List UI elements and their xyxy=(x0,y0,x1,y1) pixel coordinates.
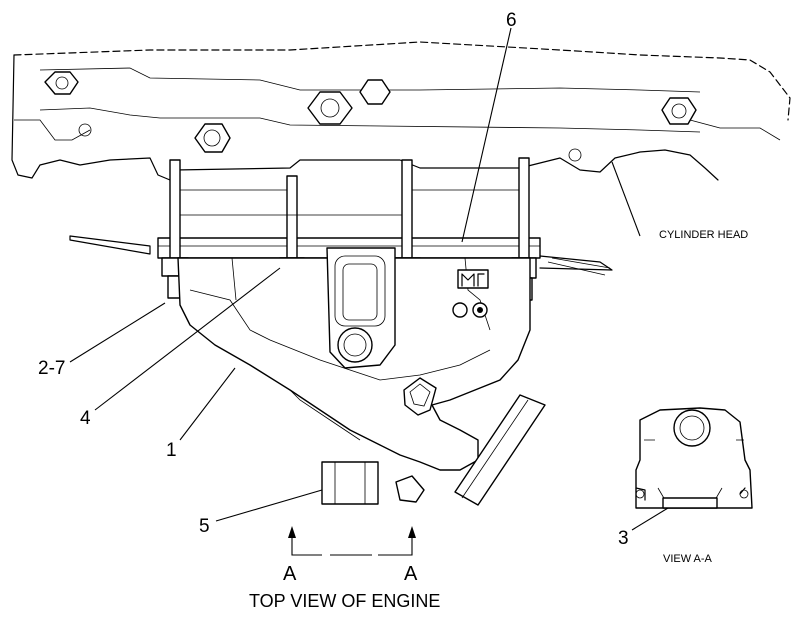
manifold-fitting xyxy=(452,302,488,318)
cylinder-head-label: CYLINDER HEAD xyxy=(659,229,748,241)
manifold-plug xyxy=(337,327,373,363)
head-bolt-1 xyxy=(44,71,79,95)
callout-labels: 6 2-7 4 1 5 3 xyxy=(38,10,629,549)
head-bolt-2 xyxy=(194,123,231,153)
leader-5 xyxy=(215,489,323,522)
manifold-boss xyxy=(403,377,437,416)
exhaust-manifold xyxy=(177,247,546,506)
callout-4: 4 xyxy=(80,408,91,429)
head-bolt-3 xyxy=(307,91,353,125)
leader-1 xyxy=(179,367,236,441)
leader-cylinder-head xyxy=(611,161,641,237)
arrow-up-right-icon xyxy=(408,526,416,538)
callout-5: 5 xyxy=(199,516,210,537)
leader-6 xyxy=(461,27,512,243)
head-hole-2 xyxy=(568,148,582,162)
callout-6: 6 xyxy=(506,10,517,31)
elbow-nut xyxy=(395,475,425,503)
callout-1: 1 xyxy=(166,440,177,461)
head-bolt-5 xyxy=(661,97,697,125)
elbow-adapter xyxy=(321,461,425,505)
leader-4 xyxy=(94,267,281,411)
text-labels: CYLINDER HEAD A A TOP VIEW OF ENGINE VIE… xyxy=(249,229,748,611)
head-bolt-4 xyxy=(359,79,391,105)
callout-3: 3 xyxy=(618,528,629,549)
section-label-a-right: A xyxy=(404,563,418,585)
callout-2-7: 2-7 xyxy=(38,358,65,379)
manifold-flange xyxy=(454,394,546,506)
leader-lines xyxy=(69,27,669,531)
gasket-tab-right xyxy=(539,255,613,271)
head-hole-1 xyxy=(78,123,92,137)
view-aa-label: VIEW A-A xyxy=(663,553,713,565)
section-marker xyxy=(288,526,416,556)
gasket-tab-left xyxy=(69,235,151,255)
leader-3 xyxy=(631,507,669,531)
arrow-up-left-icon xyxy=(288,526,296,538)
leader-2-7 xyxy=(69,302,166,363)
cat-logo xyxy=(457,269,489,289)
section-label-a-left: A xyxy=(283,563,297,585)
cylinder-head-outline xyxy=(11,41,791,181)
top-view-label: TOP VIEW OF ENGINE xyxy=(249,591,440,611)
view-aa-inset xyxy=(635,407,753,509)
